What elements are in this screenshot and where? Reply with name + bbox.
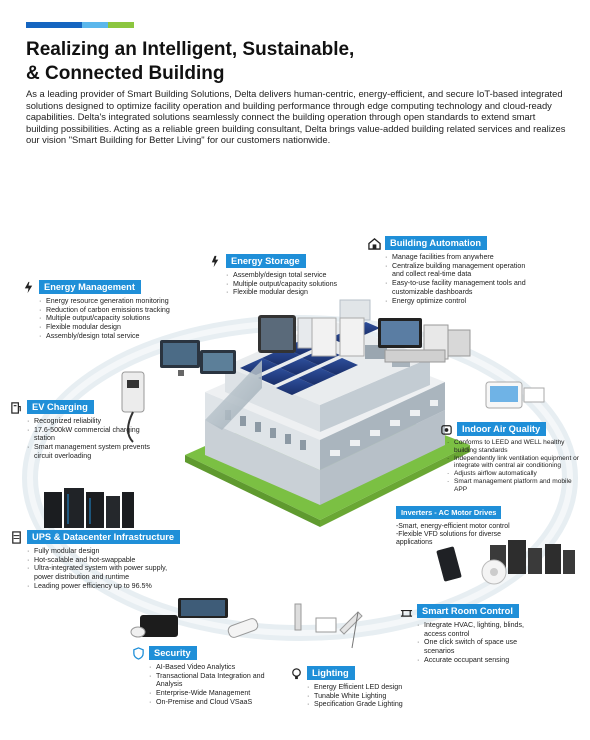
- list-item: Adjusts airflow automatically: [446, 470, 585, 478]
- list-item: Multiple output/capacity solutions: [225, 280, 379, 289]
- energy-storage-title: Energy Storage: [226, 254, 306, 268]
- security-section: Security AI-Based Video Analytics Transa…: [132, 646, 272, 707]
- building-automation-devices: [378, 318, 471, 363]
- inverter-devices: [490, 540, 575, 574]
- list-item: Ultra-integrated system with power suppl…: [26, 564, 186, 581]
- smart-home-icon: [368, 237, 381, 250]
- list-item: Accurate occupant sensing: [416, 656, 526, 665]
- lighting-title: Lighting: [307, 666, 355, 680]
- security-title: Security: [149, 646, 197, 660]
- intro-paragraph: As a leading provider of Smart Building …: [26, 88, 566, 146]
- list-item: Assembly/design total service: [225, 271, 379, 280]
- accent-color-bar: [26, 22, 134, 28]
- list-item: -Flexible VFD solutions for diverse appl…: [396, 531, 501, 546]
- title-line-2: & Connected Building: [26, 63, 225, 84]
- inverters-section: Inverters - AC Motor Drives -Smart, ener…: [396, 502, 524, 547]
- security-devices: [130, 598, 259, 638]
- inverters-title: Inverters - AC Motor Drives: [396, 506, 502, 519]
- room-control-icon: [400, 609, 413, 617]
- list-item: Transactional Data Integration and Analy…: [148, 672, 268, 689]
- building-automation-section: Building Automation Manage facilities fr…: [368, 236, 538, 305]
- smart-room-title: Smart Room Control: [417, 604, 519, 618]
- indoor-air-quality-section: Indoor Air Quality Conforms to LEED and …: [440, 422, 585, 494]
- energy-storage-section: Energy Storage Assembly/design total ser…: [209, 254, 379, 297]
- list-item: On-Premise and Cloud VSaaS: [148, 698, 268, 707]
- list-item: Assembly/design total service: [38, 332, 192, 341]
- list-item: Integrate HVAC, lighting, blinds, access…: [416, 621, 526, 638]
- lighting-section: Lighting Energy Efficient LED design Tun…: [290, 666, 430, 709]
- energy-management-devices: [160, 340, 236, 376]
- ev-charger-icon: [11, 401, 21, 414]
- ups-title: UPS & Datacenter Infrastructure: [27, 530, 181, 544]
- energy-management-section: Energy Management Energy resource genera…: [22, 280, 192, 341]
- list-item: Conforms to LEED and WELL healthy buildi…: [446, 439, 585, 455]
- list-item: Specification Grade Lighting: [306, 700, 430, 709]
- list-item: Energy resource generation monitoring: [38, 297, 192, 306]
- bulb-icon: [292, 667, 301, 679]
- ups-section: UPS & Datacenter Infrastructure Fully mo…: [10, 530, 200, 591]
- list-item: Leading power efficiency up to 96.5%: [26, 582, 186, 591]
- list-item: Hot-scalable and hot-swappable: [26, 556, 186, 565]
- smart-room-devices: [436, 546, 507, 585]
- list-item: -Smart, energy-efficient motor control: [396, 523, 510, 530]
- list-item: Tunable White Lighting: [306, 692, 430, 701]
- list-item: Reduction of carbon emissions tracking: [38, 306, 192, 315]
- list-item: Enterprise-Wide Management: [148, 689, 268, 698]
- page-title: Realizing an Intelligent, Sustainable, &…: [26, 38, 426, 86]
- lightning-icon: [24, 281, 33, 293]
- list-item: One click switch of space use scenarios: [416, 638, 526, 655]
- smart-room-control-section: Smart Room Control Integrate HVAC, light…: [400, 604, 530, 665]
- ev-charging-section: EV Charging Recognized reliability 17.6-…: [10, 400, 160, 461]
- list-item: Recognized reliability: [26, 417, 154, 426]
- list-item: 17.6-500kW commercial charging station: [26, 426, 154, 443]
- list-item: Centralize building management operation…: [384, 262, 534, 279]
- energy-storage-devices: [258, 315, 365, 357]
- list-item: Flexible modular design: [38, 323, 192, 332]
- list-item: Smart management platform and mobile APP: [446, 478, 585, 494]
- list-item: AI-Based Video Analytics: [148, 663, 268, 672]
- list-item: Multiple output/capacity solutions: [38, 314, 192, 323]
- lighting-devices: [294, 603, 363, 649]
- list-item: Energy Efficient LED design: [306, 683, 430, 692]
- building-automation-title: Building Automation: [385, 236, 488, 250]
- indoor-air-quality-devices: [485, 381, 545, 409]
- indoor-air-quality-title: Indoor Air Quality: [457, 422, 547, 436]
- server-rack-icon: [12, 530, 21, 544]
- title-line-1: Realizing an Intelligent, Sustainable,: [26, 39, 355, 60]
- energy-management-title: Energy Management: [39, 280, 141, 294]
- list-item: Energy optimize control: [384, 297, 534, 306]
- ev-charging-title: EV Charging: [27, 400, 94, 414]
- shield-icon: [133, 646, 144, 660]
- list-item: Independently link ventilation equipment…: [446, 455, 585, 471]
- list-item: Flexible modular design: [225, 288, 379, 297]
- list-item: Smart management system prevents circuit…: [26, 443, 154, 460]
- list-item: Manage facilities from anywhere: [384, 253, 534, 262]
- battery-bolt-icon: [211, 255, 219, 267]
- air-sensor-icon: [441, 424, 452, 435]
- list-item: Easy-to-use facility management tools an…: [384, 279, 534, 296]
- building: [205, 299, 445, 505]
- list-item: Fully modular design: [26, 547, 186, 556]
- ups-racks: [44, 488, 134, 528]
